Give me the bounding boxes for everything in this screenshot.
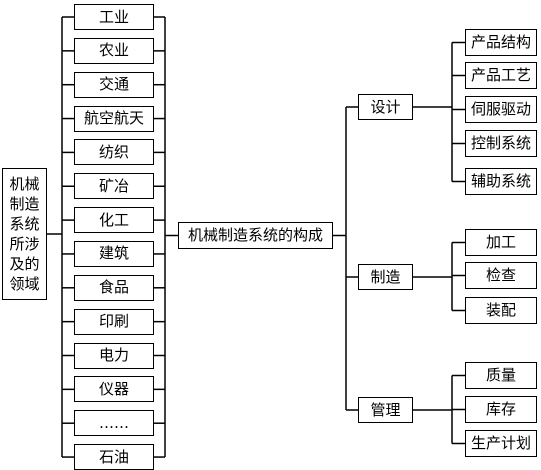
domain-node: 工业: [74, 4, 154, 30]
domain-node: 建筑: [74, 240, 154, 267]
domain-node: 食品: [74, 274, 154, 301]
leaf-node: 生产计划: [465, 430, 537, 457]
domain-node: ……: [74, 410, 154, 437]
leaf-node: 产品工艺: [465, 62, 537, 89]
domain-node: 印刷: [74, 308, 154, 335]
leaf-node: 质量: [465, 362, 537, 389]
leaf-node: 检查: [465, 262, 537, 289]
leaf-node: 伺服驱动: [465, 96, 537, 123]
center-node: 机械制造系统的构成: [178, 222, 333, 249]
leaf-node: 辅助系统: [465, 168, 537, 195]
domain-node: 交通: [74, 71, 154, 98]
leaf-node: 产品结构: [465, 29, 537, 56]
domain-node: 化工: [74, 207, 154, 234]
branch-node-design: 设计: [358, 94, 413, 120]
leaf-node: 加工: [465, 229, 537, 256]
leaf-node: 库存: [465, 396, 537, 423]
domain-node: 农业: [74, 37, 154, 64]
root-node: 机械制造系统所涉及的领域: [2, 168, 47, 300]
branch-node-management: 管理: [358, 397, 413, 423]
leaf-node: 装配: [465, 297, 537, 324]
domain-node: 矿冶: [74, 173, 154, 200]
domain-node: 仪器: [74, 376, 154, 403]
branch-node-manufacture: 制造: [358, 264, 413, 290]
leaf-node: 控制系统: [465, 130, 537, 157]
domain-node: 石油: [74, 444, 154, 470]
domain-node: 纺织: [74, 139, 154, 166]
domain-node: 航空航天: [74, 105, 154, 132]
domain-node: 电力: [74, 342, 154, 369]
